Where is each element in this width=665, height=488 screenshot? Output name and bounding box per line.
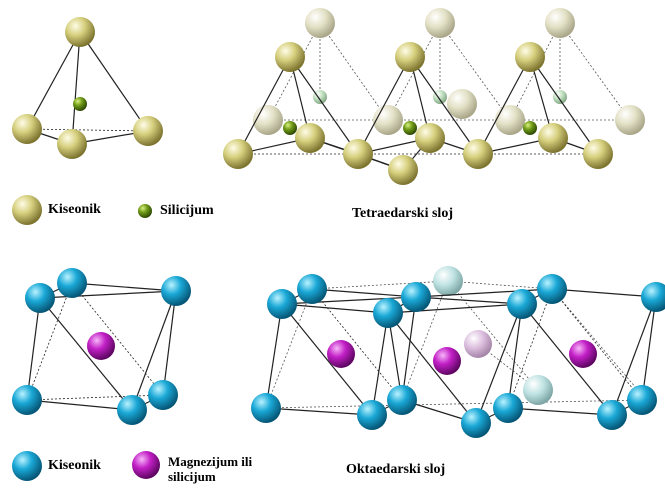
oxygen-atom	[57, 268, 87, 298]
tetrahedral-layer-label: Tetraedarski sloj	[352, 206, 453, 221]
oxygen-atom	[373, 105, 403, 135]
oxygen-atom	[357, 400, 387, 430]
oxygen-atom	[495, 105, 525, 135]
magnesium-atom	[87, 332, 115, 360]
oxygen-atom	[597, 400, 627, 430]
oxygen-atom	[425, 8, 455, 38]
oxygen-atom	[65, 17, 95, 47]
oxygen-atom	[12, 385, 42, 415]
oxygen-atom	[133, 116, 163, 146]
oxygen-atom	[373, 298, 403, 328]
legend-magnesium-sphere-icon	[132, 451, 160, 479]
silicon-atom	[313, 90, 327, 104]
legend-oxygen-sphere-icon	[12, 451, 42, 481]
silicon-atom	[433, 90, 447, 104]
silicon-atom	[553, 90, 567, 104]
single-octahedron	[26, 282, 177, 411]
oxygen-atom	[343, 139, 373, 169]
oxygen-atom	[57, 129, 87, 159]
oxygen-atom	[117, 395, 147, 425]
oxygen-atom	[615, 105, 645, 135]
oxygen-atom	[251, 393, 281, 423]
oxygen-atom	[627, 385, 657, 415]
oxygen-atom	[305, 8, 335, 38]
octahedral-layer-label: Oktaedarski sloj	[346, 462, 446, 477]
magnesium-atom	[569, 340, 597, 368]
oxygen-atom	[395, 42, 425, 72]
legend-oxygen-sphere-icon	[12, 195, 42, 225]
silicon-atom	[283, 121, 297, 135]
oxygen-atom	[415, 123, 445, 153]
magnesium-atom	[433, 347, 461, 375]
oxygen-atom	[161, 276, 191, 306]
legend-magnesium-label: Magnezijum ili	[168, 454, 253, 469]
oxygen-atom	[538, 123, 568, 153]
oxygen-atom	[387, 385, 417, 415]
oxygen-atom	[463, 139, 493, 169]
oxygen-atom	[12, 114, 42, 144]
legend-silicon-sphere-icon	[138, 204, 152, 218]
legend-oxygen-label: Kiseonik	[48, 202, 101, 217]
silicon-atom	[523, 121, 537, 135]
oxygen-atom	[267, 289, 297, 319]
oxygen-atom	[537, 274, 567, 304]
octahedral-sheet-back	[265, 280, 643, 409]
oxygen-atom	[388, 155, 418, 185]
oxygen-atom	[253, 105, 283, 135]
oxygen-atom	[25, 283, 55, 313]
silicon-atom	[403, 121, 417, 135]
oxygen-atom	[523, 375, 553, 405]
tetrahedral-sheet-front	[237, 56, 599, 171]
silicon-atom	[73, 97, 87, 111]
legend-silicon-label: Silicijum	[160, 203, 214, 218]
oxygen-atom	[433, 266, 463, 296]
oxygen-atom	[401, 282, 431, 312]
legend-oxygen-label: Kiseonik	[48, 458, 101, 473]
magnesium-atom	[327, 340, 355, 368]
oxygen-atom	[641, 282, 665, 312]
oxygen-atom	[295, 123, 325, 153]
magnesium-atom	[464, 330, 492, 358]
oxygen-atom	[223, 139, 253, 169]
oxygen-atom	[148, 380, 178, 410]
oxygen-atom	[275, 42, 305, 72]
oxygen-atom	[507, 289, 537, 319]
legend-magnesium-label-line2: silicijum	[168, 469, 216, 484]
single-tetrahedron	[26, 31, 149, 145]
oxygen-atom	[297, 274, 327, 304]
oxygen-atom	[515, 42, 545, 72]
oxygen-atom	[447, 89, 477, 119]
oxygen-atom	[583, 139, 613, 169]
octahedral-sheet-front	[265, 288, 657, 424]
oxygen-atom	[493, 393, 523, 423]
oxygen-atom	[545, 8, 575, 38]
oxygen-atom	[461, 408, 491, 438]
